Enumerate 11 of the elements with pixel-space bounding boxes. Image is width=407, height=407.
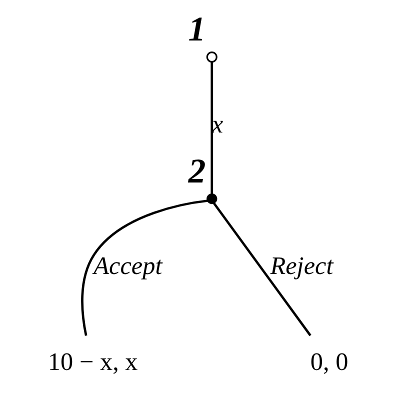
node-label: 2: [188, 152, 206, 191]
connector: [210, 62, 213, 194]
connector: [80, 200, 208, 336]
edge-label: Accept: [93, 252, 162, 280]
node-text: 0, 0: [310, 349, 348, 376]
edge-label: Reject: [270, 252, 333, 280]
connector: [212, 202, 311, 336]
node-text: 10 − x, x: [47, 349, 138, 376]
node-circle: [206, 52, 217, 63]
node-label: 1: [188, 10, 206, 49]
node-dot: [206, 193, 217, 204]
